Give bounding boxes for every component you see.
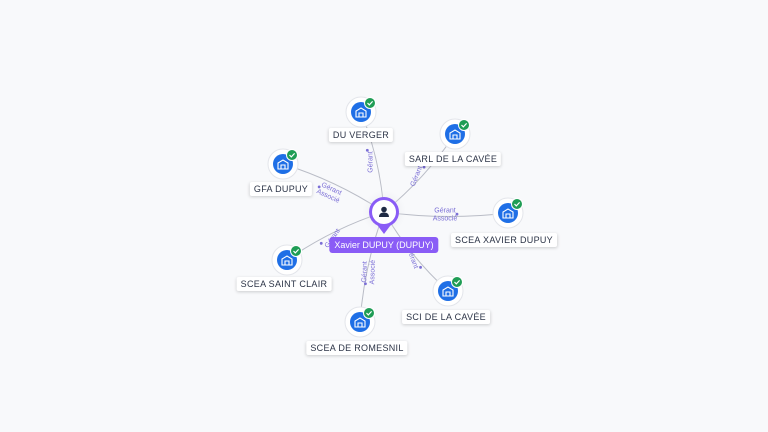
company-label-scea-saint-clair[interactable]: SCEA SAINT CLAIR [236,277,332,291]
building-icon [281,255,293,266]
building-icon [355,107,367,118]
check-icon [290,245,302,257]
edge-arrow [364,282,367,286]
building-icon [354,317,366,328]
company-node-scea-saint-clair[interactable] [271,244,303,276]
relation-label: Associé [369,260,377,285]
relation-label: Gérant [361,261,369,283]
company-label-du-verger[interactable]: DU VERGER [328,128,394,142]
company-label-sarl-de-la-cavee[interactable]: SARL DE LA CAVÉE [404,152,502,166]
company-label-scea-xavier-dupuy[interactable]: SCEA XAVIER DUPUY [451,233,557,247]
company-node-scea-xavier-dupuy[interactable] [492,197,524,229]
edge-arrow [319,241,323,245]
relation-label: Associé [433,216,458,223]
building-icon [449,129,461,140]
company-node-gfa-dupuy[interactable] [267,148,299,180]
edge-arrow [455,212,459,216]
building-icon [502,208,514,219]
check-icon [511,198,523,210]
edge-arrow [422,165,426,169]
company-label-gfa-dupuy[interactable]: GFA DUPUY [249,182,313,196]
check-icon [458,119,470,131]
center-label[interactable]: Xavier DUPUY (DUPUY) [329,237,439,253]
edge-arrow [317,185,321,189]
company-node-sarl-de-la-cavee[interactable] [439,118,471,150]
check-icon [451,276,463,288]
company-node-du-verger[interactable] [345,96,377,128]
edge-arrow [365,148,369,152]
person-icon [379,206,389,217]
company-label-sci-de-la-cavee[interactable]: SCI DE LA CAVÉE [402,310,490,324]
building-icon [277,159,289,170]
check-icon [364,97,376,109]
company-node-sci-de-la-cavee[interactable] [432,275,464,307]
check-icon [286,149,298,161]
company-node-scea-de-romesnil[interactable] [344,306,376,338]
center-node[interactable] [362,190,406,234]
relation-label: Gérant [368,151,375,172]
building-icon [442,286,454,297]
relation-label: Gérant [434,208,455,215]
edge-label-du-verger: Gérant [368,151,375,172]
edge-arrow [419,265,422,269]
company-label-scea-de-romesnil[interactable]: SCEA DE ROMESNIL [306,341,408,355]
check-icon [363,307,375,319]
